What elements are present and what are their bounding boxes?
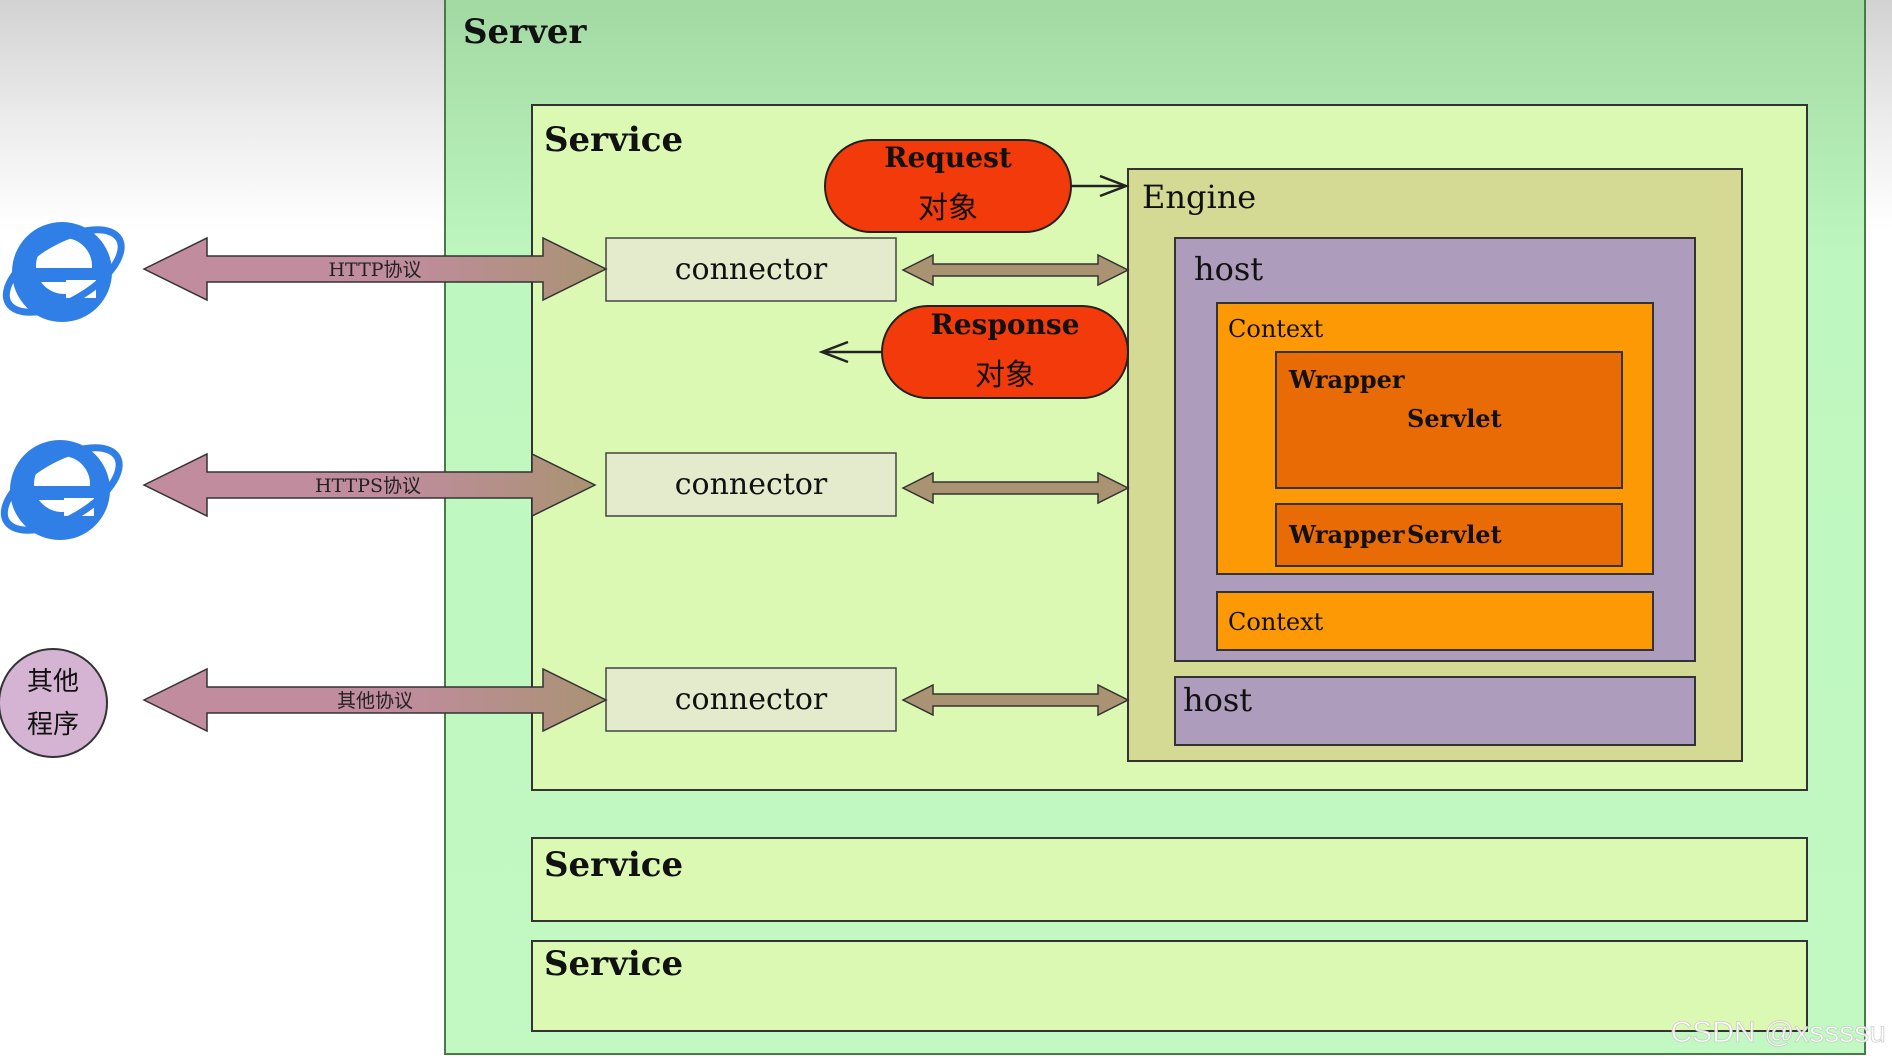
other-client-line1: 其他 [27, 667, 79, 697]
service-2-container: Service [531, 837, 1808, 922]
connector-engine-arrow-2 [901, 471, 1130, 505]
wrapper-2-label: Wrapper [1288, 520, 1405, 549]
protocol-https-label: HTTPS协议 [315, 475, 421, 497]
watermark: CSDN @xssssu [1671, 1016, 1886, 1049]
request-object-label: 对象 [918, 191, 978, 226]
connector-1-label: connector [675, 252, 828, 287]
connector-3: connector [605, 667, 897, 732]
wrapper-2-servlet: Servlet [1407, 520, 1502, 549]
context-2-title: Context [1228, 608, 1324, 636]
connector-2-label: connector [675, 467, 828, 502]
connector-engine-arrow-3 [901, 683, 1130, 717]
connector-engine-arrow-1 [901, 253, 1130, 287]
context-2-container: Context [1216, 591, 1654, 651]
protocol-other-label: 其他协议 [337, 690, 413, 712]
ie-browser-icon [2, 222, 125, 322]
connector-1: connector [605, 237, 897, 302]
protocol-arrow-https: HTTPS协议 [142, 452, 597, 518]
response-arrow [818, 340, 882, 364]
protocol-arrow-http: HTTP协议 [142, 236, 608, 302]
response-label: Response [930, 308, 1079, 341]
wrapper-1-label: Wrapper [1288, 365, 1405, 394]
service-2-title: Service [544, 845, 683, 885]
service-main-title: Service [544, 120, 683, 160]
response-object-label: 对象 [975, 358, 1035, 393]
connector-3-label: connector [675, 682, 828, 717]
request-label: Request [884, 141, 1012, 174]
connector-2: connector [605, 452, 897, 517]
wrapper-1-container: Wrapper Servlet [1275, 351, 1623, 489]
wrapper-1-servlet: Servlet [1407, 404, 1502, 433]
request-arrow [1071, 174, 1130, 198]
host-2-title: host [1183, 681, 1252, 719]
response-object: Response 对象 [881, 305, 1129, 399]
request-object: Request 对象 [824, 139, 1072, 233]
host-1-title: host [1194, 250, 1263, 288]
protocol-arrow-other: 其他协议 [142, 667, 608, 733]
server-title: Server [463, 12, 587, 52]
protocol-http-label: HTTP协议 [328, 259, 421, 281]
wrapper-2-container: Wrapper Servlet [1275, 503, 1623, 567]
engine-title: Engine [1142, 178, 1256, 216]
ie-browser-icon [0, 440, 123, 540]
other-client: 其他 程序 [0, 648, 108, 758]
service-3-title: Service [544, 944, 683, 984]
other-client-line2: 程序 [27, 710, 79, 740]
context-1-title: Context [1228, 315, 1324, 343]
host-2-container: host [1174, 676, 1696, 746]
service-3-container: Service [531, 940, 1808, 1032]
